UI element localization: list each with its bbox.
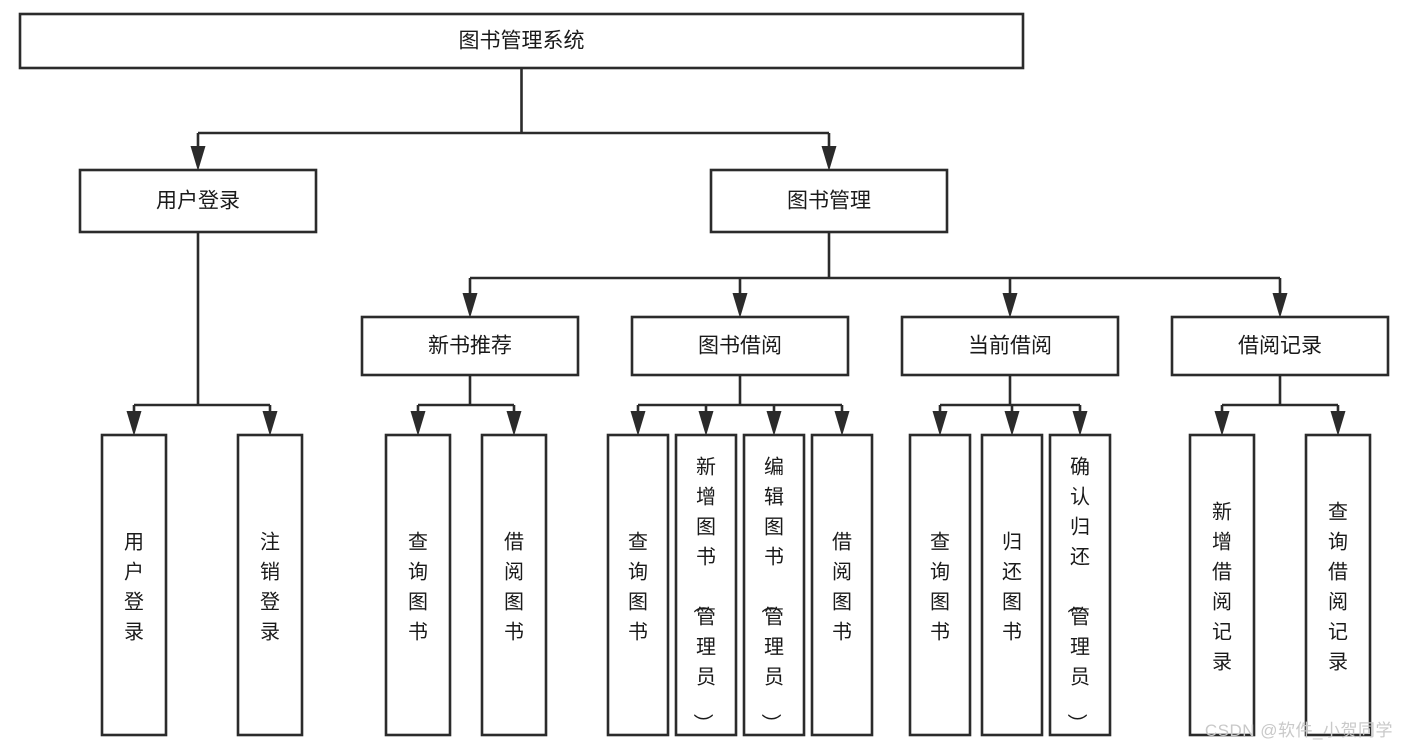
node-box [236,433,304,737]
node-leaf-query-book-2[interactable]: 查询图书 [606,433,670,737]
node-box [1170,315,1390,377]
node-label: 借阅图书 [832,530,852,643]
node-box [100,433,168,737]
node-book-manage[interactable]: 图书管理 [709,168,949,234]
nodes-layer: 图书管理系统用户登录图书管理新书推荐图书借阅当前借阅借阅记录用户登录注销登录查询… [18,12,1390,737]
node-box [674,433,738,737]
node-label: 编辑图书（管理员） [759,455,784,733]
node-label: 确认归还（管理员） [1065,455,1090,733]
node-leaf-return-book[interactable]: 归还图书 [980,433,1044,737]
node-root[interactable]: 图书管理系统 [18,12,1025,70]
node-current-borrow[interactable]: 当前借阅 [900,315,1120,377]
node-label: 注销登录 [260,530,280,643]
node-label: 查询借阅记录 [1328,500,1348,673]
arrow-head-icon [698,411,714,436]
arrow-head-icon [410,411,426,436]
arrow-head-icon [630,411,646,436]
node-label: 新书推荐 [428,335,512,358]
node-box [78,168,318,234]
arrow-head-icon [1330,411,1346,436]
node-box [1048,433,1112,737]
node-box [384,433,452,737]
arrow-head-icon [1272,293,1288,318]
node-label: 新增图书（管理员） [691,455,716,733]
node-box [606,433,670,737]
node-label: 图书借阅 [698,335,782,358]
csdn-watermark: CSDN @软件_小贺同学 [1204,721,1393,740]
node-leaf-add-book[interactable]: 新增图书（管理员） [674,433,738,737]
arrow-head-icon [262,411,278,436]
arrow-head-icon [821,146,837,171]
node-label: 图书管理系统 [459,30,585,53]
node-leaf-query-book-3[interactable]: 查询图书 [908,433,972,737]
node-label: 查询图书 [408,530,428,643]
arrow-head-icon [1004,411,1020,436]
arrow-head-icon [1214,411,1230,436]
node-label: 用户登录 [124,531,144,643]
node-leaf-borrow-book-2[interactable]: 借阅图书 [810,433,874,737]
node-leaf-edit-book[interactable]: 编辑图书（管理员） [742,433,806,737]
node-box [18,12,1025,70]
node-leaf-query-book-1[interactable]: 查询图书 [384,433,452,737]
node-label: 图书管理 [787,190,871,213]
node-user-login[interactable]: 用户登录 [78,168,318,234]
node-box [360,315,580,377]
node-leaf-query-record[interactable]: 查询借阅记录 [1304,433,1372,737]
arrow-head-icon [766,411,782,436]
connectors-layer [126,68,1346,436]
node-box [1304,433,1372,737]
node-label: 查询图书 [628,530,648,643]
node-leaf-confirm-return[interactable]: 确认归还（管理员） [1048,433,1112,737]
node-box [908,433,972,737]
arrow-head-icon [834,411,850,436]
node-book-borrow[interactable]: 图书借阅 [630,315,850,377]
node-label: 新增借阅记录 [1212,500,1232,673]
node-box [900,315,1120,377]
node-label: 借阅记录 [1238,335,1322,358]
node-box [709,168,949,234]
arrow-head-icon [190,146,206,171]
node-borrow-record[interactable]: 借阅记录 [1170,315,1390,377]
node-box [1188,433,1256,737]
arrow-head-icon [1002,293,1018,318]
arrow-head-icon [932,411,948,436]
node-box [742,433,806,737]
node-label: 查询图书 [930,530,950,643]
node-label: 归还图书 [1002,530,1022,643]
node-box [810,433,874,737]
node-label: 借阅图书 [504,530,524,643]
node-leaf-user-login[interactable]: 用户登录 [100,433,168,737]
arrow-head-icon [1072,411,1088,436]
node-leaf-borrow-book-1[interactable]: 借阅图书 [480,433,548,737]
node-box [630,315,850,377]
arrow-head-icon [506,411,522,436]
node-box [480,433,548,737]
node-label: 用户登录 [156,190,240,213]
arrow-head-icon [462,293,478,318]
node-leaf-add-record[interactable]: 新增借阅记录 [1188,433,1256,737]
node-label: 当前借阅 [968,335,1052,358]
arrow-head-icon [126,411,142,436]
node-leaf-user-logout[interactable]: 注销登录 [236,433,304,737]
arrow-head-icon [732,293,748,318]
node-box [980,433,1044,737]
node-new-book-rec[interactable]: 新书推荐 [360,315,580,377]
